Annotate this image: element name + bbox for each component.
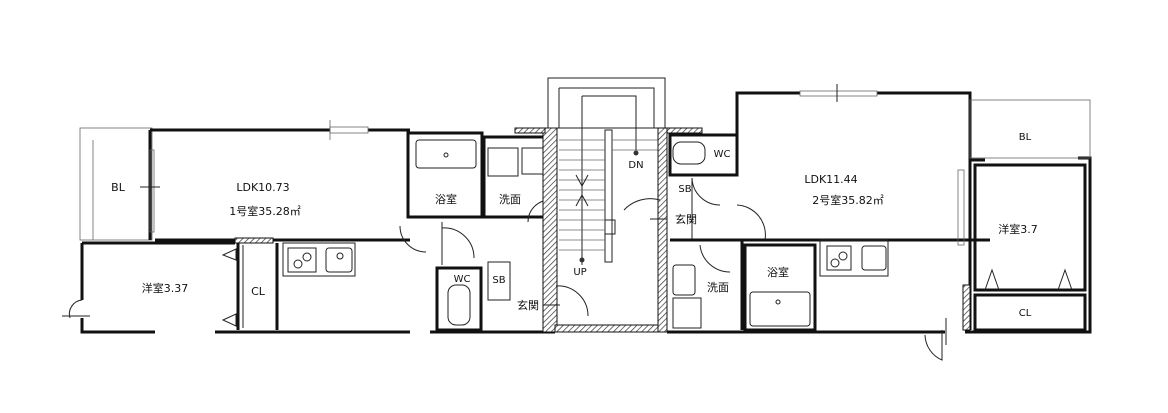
unit1-entrance-label: 玄関 xyxy=(517,298,539,312)
unit2-entrance-label: 玄関 xyxy=(675,212,697,226)
unit2-washroom-label: 洗面 xyxy=(707,281,729,294)
balcony-1 xyxy=(79,127,153,241)
handrail xyxy=(604,129,613,263)
unit1-shoebox-label: SB xyxy=(492,275,505,286)
bathtub-icon xyxy=(415,139,477,169)
toilet-icon-1 xyxy=(447,284,471,326)
washer-icon-2 xyxy=(672,297,702,329)
unit1-ldk-label: LDK10.73 xyxy=(236,181,289,194)
unit1-toilet-label: WC xyxy=(454,274,471,285)
unit2-balcony-label: BL xyxy=(1019,132,1032,143)
stairs-up-label: UP xyxy=(573,267,586,278)
unit1-closet-label: CL xyxy=(251,285,266,298)
washer-icon xyxy=(487,147,519,177)
stove-icon xyxy=(287,247,317,273)
stairs-down-label: DN xyxy=(628,160,643,171)
unit-2 xyxy=(667,84,1092,361)
unit-1 xyxy=(62,120,589,334)
unit1-washroom-label: 洗面 xyxy=(499,193,521,206)
kitchen-counter-1 xyxy=(282,242,356,277)
unit2-area-label: 2号室35.82㎡ xyxy=(812,193,884,207)
unit1-area-label: 1号室35.28㎡ xyxy=(229,204,301,218)
balcony-2 xyxy=(969,99,1091,159)
sink-icon xyxy=(325,247,353,273)
unit1-balcony-label: BL xyxy=(111,181,126,194)
unit2-closet-label: CL xyxy=(1019,308,1032,319)
unit2-bathroom-label: 浴室 xyxy=(767,265,789,279)
sink-icon-2 xyxy=(861,245,887,271)
basin-icon-2 xyxy=(672,264,696,296)
unit2-toilet-label: WC xyxy=(714,149,731,160)
unit2-shoebox-label: SB xyxy=(678,184,691,195)
unit1-western-room-label: 洋室3.37 xyxy=(142,281,189,295)
unit2-ldk-label: LDK11.44 xyxy=(804,173,857,186)
kitchen-counter-2 xyxy=(819,239,889,277)
bathtub-icon-2 xyxy=(749,291,811,327)
staircase xyxy=(547,77,703,333)
stove-icon-2 xyxy=(826,245,852,271)
unit1-bathroom-label: 浴室 xyxy=(435,192,457,206)
toilet-icon-2 xyxy=(672,141,706,165)
unit2-western-room-label: 洋室3.7 xyxy=(998,222,1038,236)
